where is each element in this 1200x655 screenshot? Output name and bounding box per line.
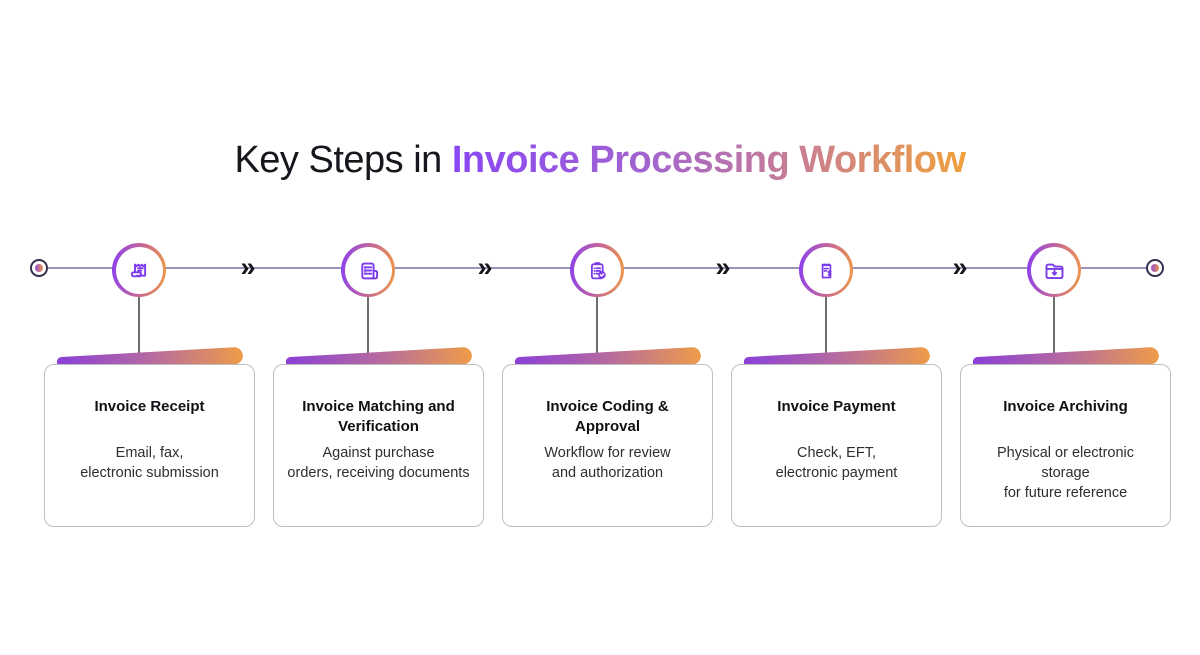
payment-receipt-icon: [813, 257, 840, 284]
step-4-card: Invoice Payment Check, EFT, electronic p…: [731, 364, 942, 527]
archive-folder-icon: [1041, 257, 1068, 284]
step-3-description: Workflow for review and authorization: [544, 445, 671, 481]
step-1-circle: [112, 243, 166, 297]
step-2-circle-inner: [344, 246, 392, 294]
timeline-end-dot-inner: [1151, 264, 1159, 272]
step-1-description: Email, fax, electronic submission: [80, 445, 219, 481]
step-3-card: Invoice Coding & Approval Workflow for r…: [502, 364, 713, 527]
step-2-description: Against purchase orders, receiving docum…: [287, 445, 470, 481]
page-title-highlight: Invoice Processing Workflow: [451, 139, 966, 181]
step-2-circle: [341, 243, 395, 297]
step-1-connector-line: [138, 297, 140, 354]
step-1-card: Invoice Receipt Email, fax, electronic s…: [44, 364, 255, 527]
invoice-document-icon: [355, 257, 382, 284]
step-4-description: Check, EFT, electronic payment: [775, 445, 898, 481]
step-1-title: Invoice Receipt: [94, 398, 205, 415]
step-4-circle-inner: [802, 246, 850, 294]
step-4-circle: [799, 243, 853, 297]
step-5-description: Physical or electronic storage for futur…: [997, 445, 1134, 501]
timeline-start-dot-inner: [35, 264, 43, 272]
step-1-circle-inner: [115, 246, 163, 294]
step-5-circle-inner: [1030, 246, 1078, 294]
step-5-connector-line: [1053, 297, 1055, 354]
step-3-title: Invoice Coding & Approval: [546, 398, 669, 435]
chevron-right-icon: »: [240, 252, 256, 282]
clipboard-check-icon: [584, 257, 611, 284]
step-3-circle: [570, 243, 624, 297]
step-5-card: Invoice Archiving Physical or electronic…: [960, 364, 1171, 527]
timeline-start-dot: [30, 259, 48, 277]
chevron-right-icon: »: [952, 252, 968, 282]
page-title-prefix: Key Steps in: [234, 139, 452, 181]
receipt-icon: [126, 257, 153, 284]
step-3-connector-line: [596, 297, 598, 354]
step-4-title: Invoice Payment: [777, 398, 896, 415]
step-2-title: Invoice Matching and Verification: [302, 398, 455, 435]
step-5-circle: [1027, 243, 1081, 297]
step-2-card: Invoice Matching and Verification Agains…: [273, 364, 484, 527]
chevron-right-icon: »: [477, 252, 493, 282]
page-title: Key Steps in Invoice Processing Workflow: [0, 136, 1200, 184]
step-2-connector-line: [367, 297, 369, 354]
step-3-circle-inner: [573, 246, 621, 294]
step-5-title: Invoice Archiving: [1003, 398, 1128, 415]
chevron-right-icon: »: [715, 252, 731, 282]
timeline-end-dot: [1146, 259, 1164, 277]
step-4-connector-line: [825, 297, 827, 354]
